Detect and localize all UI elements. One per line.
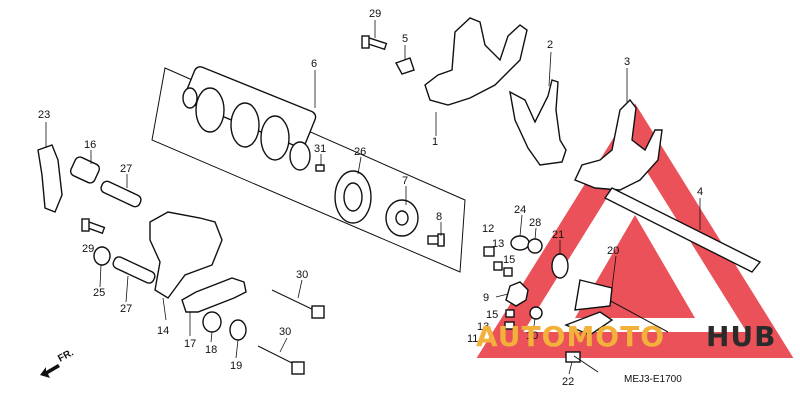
bolt-30-lower (257, 345, 305, 375)
callout-30-lower: 30 (279, 326, 291, 338)
shift-drum-group-outline (151, 67, 466, 273)
callout-29-left: 29 (82, 243, 94, 255)
callout-5: 5 (402, 33, 408, 45)
stopper-plate-14 (149, 211, 223, 299)
callout-15-lower: 15 (486, 309, 498, 321)
spring-19 (229, 319, 247, 341)
diagram-code: MEJ3-E1700 (624, 374, 682, 385)
collar-10 (529, 306, 543, 320)
collar-15-upper (503, 267, 513, 277)
callout-17: 17 (184, 338, 196, 350)
shift-drum-center-7 (385, 199, 419, 237)
bolt-29-top (361, 35, 388, 51)
shift-fork-1 (424, 17, 528, 106)
callout-14: 14 (157, 325, 169, 337)
fork-shaft-4 (603, 187, 762, 273)
watermark-text-auto: AUTOMOTO (476, 320, 665, 353)
callout-28: 28 (529, 217, 541, 229)
watermark-text-hub: HUB (706, 320, 777, 353)
shift-arm-9 (505, 281, 529, 307)
callout-1: 1 (432, 136, 438, 148)
bolt-22 (565, 351, 599, 373)
washer-24 (510, 235, 530, 251)
callout-27-bottom: 27 (120, 303, 132, 315)
direction-label: FR. (56, 347, 76, 364)
shift-fork-2 (509, 79, 567, 166)
callout-numbers: 29 5 6 2 3 1 23 16 27 31 26 7 4 8 24 28 … (38, 8, 703, 388)
shift-fork-3 (574, 98, 663, 191)
bearing-26 (334, 170, 372, 224)
callout-22: 22 (562, 376, 574, 388)
callout-6: 6 (311, 58, 317, 70)
callout-9: 9 (483, 292, 489, 304)
callout-23: 23 (38, 109, 50, 121)
collar-15-lower (505, 309, 515, 318)
callout-2: 2 (547, 39, 553, 51)
bolt-29-left (81, 218, 106, 235)
pin-31 (315, 164, 325, 172)
callout-12: 12 (482, 223, 494, 235)
callout-26: 26 (354, 146, 366, 158)
washer-5 (394, 57, 415, 75)
collar-16 (69, 156, 101, 184)
callout-19: 19 (230, 360, 242, 372)
callout-13-upper: 13 (492, 238, 504, 250)
leader-lines (45, 20, 701, 375)
callout-21: 21 (552, 229, 564, 241)
front-direction-arrow-icon: FR. (40, 347, 76, 378)
callout-27-top: 27 (120, 163, 132, 175)
callout-11: 11 (467, 333, 478, 345)
callout-3: 3 (624, 56, 630, 68)
callout-10: 10 (526, 330, 538, 342)
watermark-logo: AUTOMOTO HUB (476, 320, 777, 353)
collar-13-upper (493, 261, 503, 271)
shift-drum (182, 66, 317, 171)
stopper-arm-17 (181, 277, 247, 313)
dowel-27-top (100, 180, 142, 208)
callout-7: 7 (402, 175, 408, 187)
callout-31: 31 (314, 143, 326, 155)
callout-13-lower: 13 (477, 321, 489, 333)
plate-23 (37, 144, 63, 213)
gearshift-spindle-20 (564, 279, 669, 336)
callout-30-upper: 30 (296, 269, 308, 281)
callout-18: 18 (205, 344, 217, 356)
callout-8: 8 (436, 211, 442, 223)
callout-20: 20 (607, 245, 619, 257)
callout-25: 25 (93, 287, 105, 299)
washer-28 (527, 238, 543, 254)
callout-4: 4 (697, 186, 703, 198)
bolt-30-upper (271, 289, 325, 319)
collar-18 (202, 311, 222, 333)
dowel-27-bottom (112, 256, 156, 284)
pin-12 (483, 246, 495, 257)
spring-21 (551, 253, 569, 279)
bolt-8 (427, 233, 445, 247)
callout-15-upper: 15 (503, 254, 515, 266)
callout-29-top: 29 (369, 8, 381, 20)
collar-13-lower (504, 321, 515, 330)
callout-16: 16 (84, 139, 96, 151)
callout-24: 24 (514, 204, 526, 216)
washer-25 (93, 246, 111, 266)
